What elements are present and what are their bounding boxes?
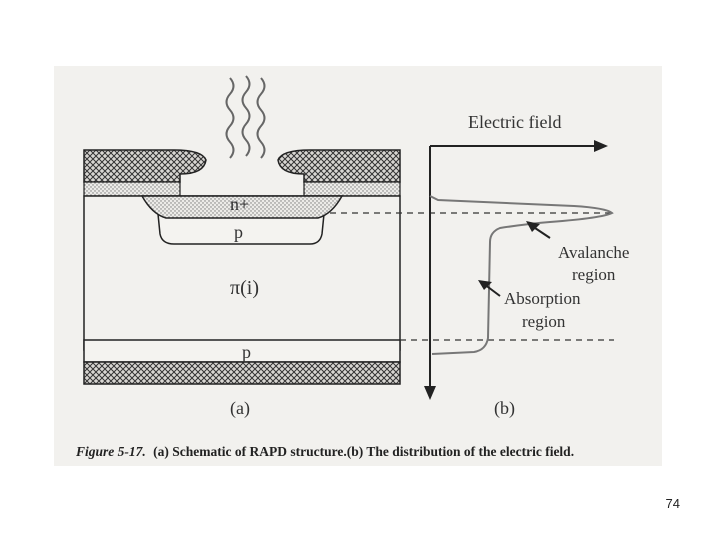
oxide-layer-left <box>83 181 181 197</box>
bottom-contact <box>83 361 401 385</box>
figure-scan: n+ p π(i) p Electric field Avalanche reg… <box>54 66 662 466</box>
top-contact-left <box>83 149 207 183</box>
label-p-lower: p <box>242 342 251 362</box>
field-axis-label: Electric field <box>468 112 561 132</box>
field-axis-horizontal-arrowhead <box>594 140 608 152</box>
rapd-figure: n+ p π(i) p Electric field Avalanche reg… <box>75 75 629 459</box>
label-p-upper: p <box>234 222 243 242</box>
p-well <box>157 213 325 245</box>
avalanche-pointer-head <box>526 221 540 232</box>
caption-prefix: Figure 5-17. <box>75 444 146 459</box>
avalanche-label-line1: Avalanche <box>558 243 629 262</box>
rapd-structure-diagram: n+ p π(i) p <box>83 149 401 385</box>
absorption-label-line1: Absorption <box>504 289 581 308</box>
oxide-layer-right <box>303 181 401 197</box>
caption-text: (a) Schematic of RAPD structure.(b) The … <box>153 444 574 459</box>
absorption-pointer-head <box>478 280 492 290</box>
n-plus-region <box>140 195 344 219</box>
field-distribution-curve <box>429 195 614 355</box>
label-n-plus: n+ <box>230 194 249 214</box>
incident-light-arrows <box>225 75 266 159</box>
page-number: 74 <box>665 496 680 511</box>
subfigure-label-a: (a) <box>230 398 250 419</box>
label-pi-region: π(i) <box>230 277 259 299</box>
subfigure-label-b: (b) <box>494 398 515 419</box>
electric-field-plot: Electric field Avalanche region Absorpti… <box>424 112 629 400</box>
top-contact-right <box>277 149 401 183</box>
avalanche-label-line2: region <box>572 265 616 284</box>
field-axis-vertical-arrowhead <box>424 386 436 400</box>
figure-caption: Figure 5-17. (a) Schematic of RAPD struc… <box>75 444 574 459</box>
absorption-label-line2: region <box>522 312 566 331</box>
